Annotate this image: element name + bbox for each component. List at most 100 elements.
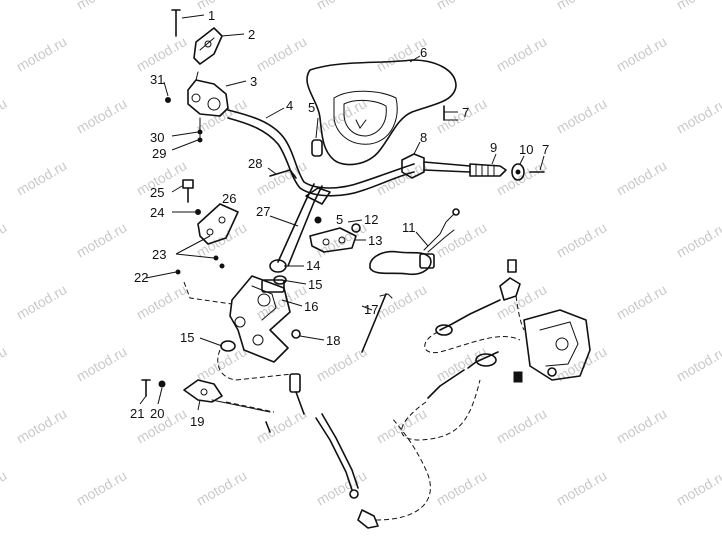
watermark-text: motod.ru <box>494 405 550 446</box>
watermark-text: motod.ru <box>134 281 190 322</box>
cap-part-5-lower <box>314 216 322 224</box>
callout-label: 16 <box>304 299 318 314</box>
callout-label: 20 <box>150 406 164 421</box>
watermark-text: motod.ru <box>14 281 70 322</box>
callout-leaders <box>139 14 545 411</box>
callout-label: 21 <box>130 406 144 421</box>
washers-part-23 <box>213 255 225 269</box>
callout-label: 2 <box>248 27 255 42</box>
watermark-text: motod.ru <box>194 343 250 384</box>
watermark-text: motod.ru <box>314 343 370 384</box>
watermark-text: motod.ru <box>614 281 670 322</box>
watermark-text: motod.ru <box>554 219 610 260</box>
bushing-part-15-lower <box>220 340 236 352</box>
watermark-text: motod.ru <box>494 33 550 74</box>
callout-label: 8 <box>420 130 427 145</box>
watermark-text: motod.ru <box>674 467 722 508</box>
callout-label: 1 <box>208 8 215 23</box>
watermark-text: motod.ru <box>134 33 190 74</box>
end-cap-part-10 <box>511 163 525 181</box>
bolt-part-1 <box>171 9 181 37</box>
callout-label: 22 <box>134 270 148 285</box>
callout-label: 19 <box>190 414 204 429</box>
callout-label: 10 <box>519 142 533 157</box>
callout-label: 15 <box>180 330 194 345</box>
watermark-text: motod.ru <box>674 219 722 260</box>
watermark-text: motod.ru <box>374 281 430 322</box>
watermark-text: motod.ru <box>614 33 670 74</box>
brake-cable-assembly <box>401 259 523 441</box>
washer-part-20 <box>158 380 166 388</box>
watermark-text: motod.ru <box>674 95 722 136</box>
watermark-text: motod.ru <box>254 33 310 74</box>
callout-labels: 1 2 3 4 5 6 7 8 9 10 7 11 12 13 5 14 15 … <box>130 8 549 429</box>
clamp-cap-part-2 <box>193 27 223 65</box>
watermark-text: motod.ru <box>314 467 370 508</box>
watermark-text: motod.ru <box>14 33 70 74</box>
handlebar-part-4 <box>227 109 415 197</box>
watermark-text: motod.ru <box>434 467 490 508</box>
callout-label: 26 <box>222 191 236 206</box>
handlebar-block-part-3 <box>187 71 229 117</box>
pin-part-17 <box>361 293 393 353</box>
watermark-text: motod.ru <box>434 343 490 384</box>
hood-part-6 <box>306 59 457 166</box>
watermark-text: motod.ru <box>0 219 9 260</box>
callout-label: 5 <box>336 212 343 227</box>
fasteners-parts-29-30-31 <box>165 97 203 143</box>
steering-support-part-16 <box>229 275 291 363</box>
bracket-part-13 <box>309 227 357 253</box>
watermark-text: motod.ru <box>74 219 130 260</box>
callout-label: 7 <box>542 142 549 157</box>
bolt-part-25 <box>182 179 194 203</box>
steering-post-part-27 <box>277 183 331 267</box>
watermark-text: motod.ru <box>554 467 610 508</box>
watermark-text: motod.ru <box>674 343 722 384</box>
callout-label: 4 <box>286 98 293 113</box>
callout-label: 7 <box>462 105 469 120</box>
watermark-text: motod.ru <box>0 95 9 136</box>
washer-part-24 <box>195 209 201 215</box>
watermark-text: motod.ru <box>74 343 130 384</box>
callout-label: 23 <box>152 247 166 262</box>
watermark-text: motod.ru <box>674 0 722 13</box>
callout-label: 6 <box>420 45 427 60</box>
bracket-plate-part-26 <box>197 203 239 245</box>
bolt-part-21 <box>141 379 151 397</box>
watermark-text: motod.ru <box>494 281 550 322</box>
callout-label: 27 <box>256 204 270 219</box>
callout-label: 24 <box>150 205 164 220</box>
watermark-text: motod.ru <box>0 467 9 508</box>
callout-label: 25 <box>150 185 164 200</box>
nut-part-12 <box>351 223 361 233</box>
callout-label: 14 <box>306 258 320 273</box>
watermark-text: motod.ru <box>74 0 130 13</box>
callout-label: 31 <box>150 72 164 87</box>
callout-label: 15 <box>308 277 322 292</box>
watermark-text: motod.ru <box>194 467 250 508</box>
watermark-text: motod.ru <box>0 0 9 13</box>
watermark-text: motod.ru <box>14 157 70 198</box>
watermark-text: motod.ru <box>74 467 130 508</box>
callout-label: 29 <box>152 146 166 161</box>
screw-part-7-upper <box>443 105 459 121</box>
watermark-text: motod.ru <box>374 405 430 446</box>
callout-label: 9 <box>490 140 497 155</box>
watermark-text: motod.ru <box>74 95 130 136</box>
alignment-lines <box>183 281 293 413</box>
watermark-text: motod.ru <box>254 405 310 446</box>
callout-label: 12 <box>364 212 378 227</box>
callout-label: 13 <box>368 233 382 248</box>
watermark-text: motod.ru <box>554 95 610 136</box>
callout-label: 3 <box>250 74 257 89</box>
pin-part-22 <box>175 269 181 275</box>
watermark-text: motod.ru <box>614 405 670 446</box>
control-cable <box>289 373 431 529</box>
callout-label: 11 <box>402 220 416 235</box>
watermark-text: motod.ru <box>434 0 490 13</box>
watermark-text: motod.ru <box>14 405 70 446</box>
callout-label: 5 <box>308 100 315 115</box>
